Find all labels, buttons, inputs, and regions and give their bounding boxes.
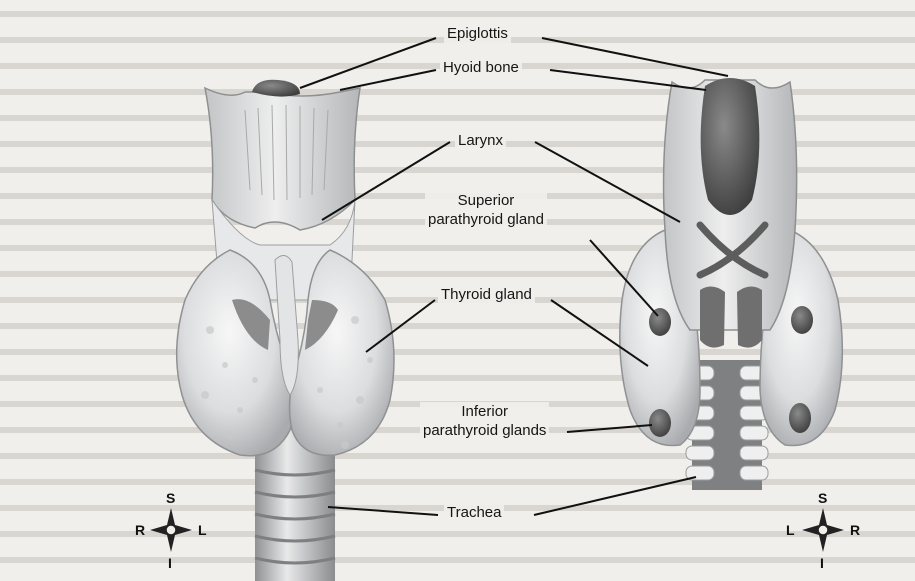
label-trachea: Trachea (444, 503, 504, 522)
inferior-parathyroid-right (789, 403, 811, 433)
compass-anterior-right: L (198, 523, 207, 537)
compass-posterior-top: S (818, 491, 827, 505)
label-inferior-parathyroid-line1: Inferior (423, 402, 546, 421)
label-epiglottis: Epiglottis (444, 24, 511, 43)
posterior-view (620, 78, 843, 490)
compass-anterior-bottom: I (168, 556, 172, 570)
label-inferior-parathyroid: Inferior parathyroid glands (420, 402, 549, 440)
label-superior-parathyroid: Superior parathyroid gland (425, 191, 547, 229)
compass-posterior-bottom: I (820, 556, 824, 570)
posterior-cricoarytenoid-left (700, 286, 725, 347)
posterior-cricoarytenoid-right (737, 286, 762, 347)
thyroid-cartilage (205, 88, 360, 230)
epiglottis-posterior (701, 78, 760, 215)
superior-parathyroid-right (791, 306, 813, 334)
label-superior-parathyroid-line1: Superior (428, 191, 544, 210)
label-superior-parathyroid-line2: parathyroid gland (428, 210, 544, 229)
compass-rose-anterior (150, 508, 192, 552)
compass-posterior-left: L (786, 523, 795, 537)
compass-rose-posterior (802, 508, 844, 552)
label-hyoid-bone: Hyoid bone (440, 58, 522, 77)
superior-parathyroid-left (649, 308, 671, 336)
compass-anterior-top: S (166, 491, 175, 505)
compass-posterior-right: R (850, 523, 860, 537)
label-larynx: Larynx (455, 131, 506, 150)
label-thyroid-gland: Thyroid gland (438, 285, 535, 304)
inferior-parathyroid-left (649, 409, 671, 437)
label-inferior-parathyroid-line2: parathyroid glands (423, 421, 546, 440)
compass-anterior-left: R (135, 523, 145, 537)
